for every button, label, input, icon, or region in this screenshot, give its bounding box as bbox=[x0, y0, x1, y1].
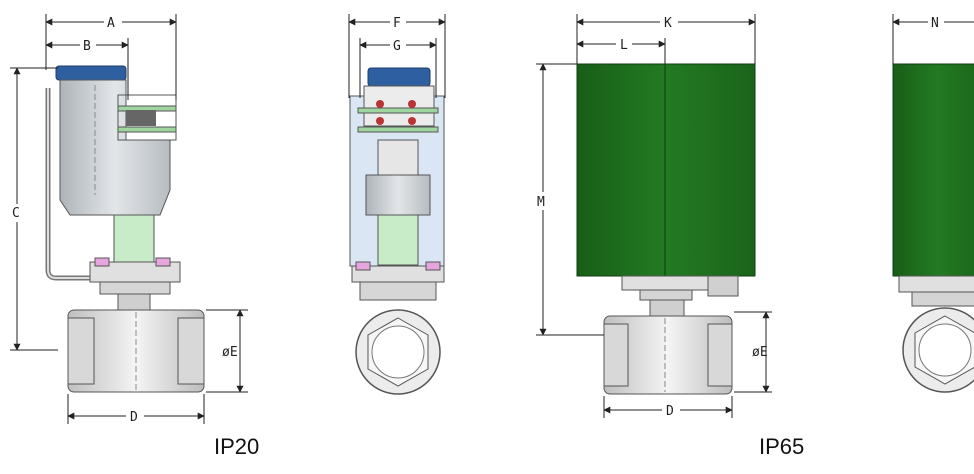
dim-label-n: N bbox=[931, 16, 939, 31]
dim-label-a: A bbox=[107, 16, 115, 31]
dim-label-e: øE bbox=[752, 345, 768, 360]
dim-label-d: D bbox=[666, 404, 674, 419]
ip20-side-view bbox=[45, 65, 205, 393]
stem bbox=[113, 214, 155, 266]
ip65-front-view bbox=[892, 63, 974, 393]
caption-ip65: IP65 bbox=[759, 434, 805, 459]
stem bbox=[377, 214, 419, 266]
dim-label-e: øE bbox=[222, 345, 238, 360]
actuator-cap bbox=[367, 67, 431, 87]
dim-label-l: L bbox=[620, 38, 628, 53]
caption-ip20: IP20 bbox=[214, 434, 260, 459]
dim-label-k: K bbox=[664, 16, 672, 31]
ip65-side-view bbox=[576, 63, 756, 395]
ip20-front-dimensions bbox=[348, 14, 446, 98]
dim-label-g: G bbox=[393, 39, 401, 54]
actuator-cap bbox=[55, 65, 127, 81]
actuator-housing-green bbox=[892, 63, 974, 277]
dim-label-c: C bbox=[12, 206, 20, 221]
actuator-housing-green bbox=[576, 63, 756, 277]
dim-label-m: M bbox=[537, 195, 545, 210]
dim-label-b: B bbox=[83, 39, 91, 54]
ip20-front-view bbox=[349, 67, 445, 395]
dim-label-f: F bbox=[393, 16, 401, 31]
dim-label-d: D bbox=[130, 410, 138, 425]
